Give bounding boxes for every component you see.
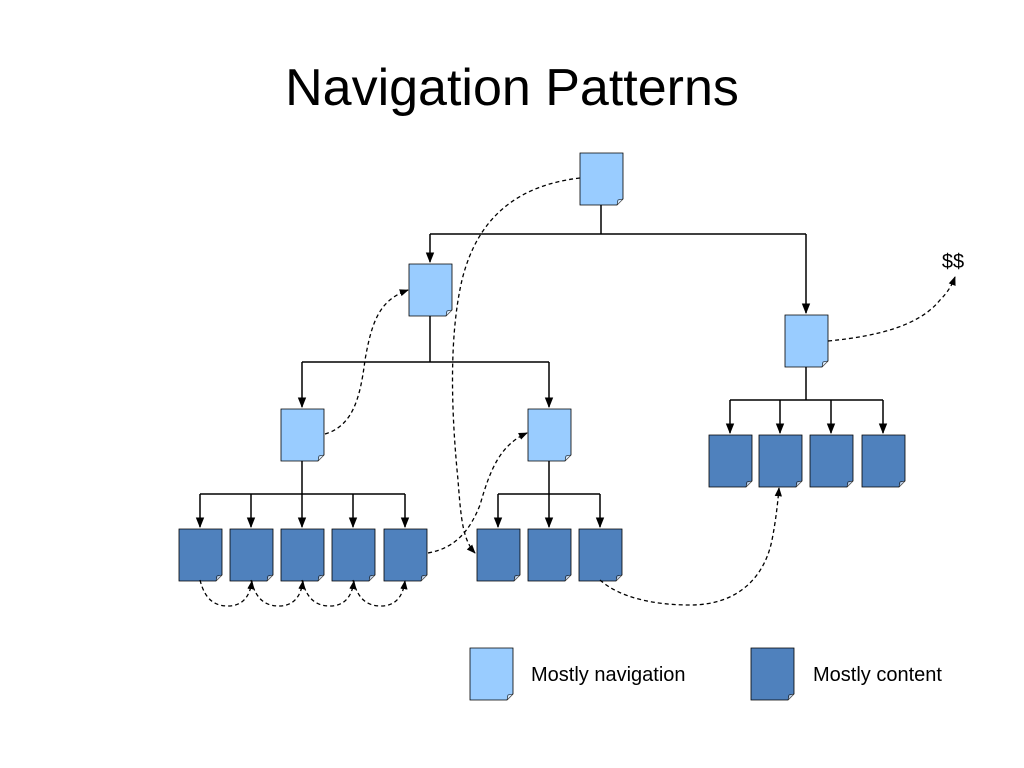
content-page-9 bbox=[708, 434, 753, 488]
content-page-5 bbox=[383, 528, 428, 582]
nav-page-level1-right bbox=[784, 314, 829, 368]
goal-label: $$ bbox=[942, 251, 964, 273]
content-page-4 bbox=[331, 528, 376, 582]
path-sibling-1-2 bbox=[199, 579, 255, 607]
content-page-11 bbox=[809, 434, 854, 488]
content-page-6 bbox=[476, 528, 521, 582]
navigation-page-icon bbox=[469, 647, 514, 701]
legend-content-swatch bbox=[750, 647, 795, 701]
slide-title: Navigation Patterns bbox=[285, 59, 739, 117]
legend-content-label: Mostly content bbox=[813, 664, 942, 686]
navigation-paths bbox=[199, 177, 956, 607]
path-content-to-nav bbox=[427, 432, 528, 554]
content-page-7 bbox=[527, 528, 572, 582]
content-page-3 bbox=[280, 528, 325, 582]
hierarchy-connectors bbox=[195, 204, 888, 529]
path-nav-to-goal bbox=[827, 276, 956, 342]
legend-navigation-swatch bbox=[469, 647, 514, 701]
content-page-1 bbox=[178, 528, 223, 582]
path-nav-to-parent bbox=[324, 289, 409, 435]
content-page-icon bbox=[750, 647, 795, 701]
path-sibling-4-5 bbox=[352, 579, 408, 607]
path-content-to-other-branch bbox=[599, 487, 782, 606]
content-page-12 bbox=[861, 434, 906, 488]
content-page-2 bbox=[229, 528, 274, 582]
legend: Mostly navigation Mostly content bbox=[469, 647, 942, 701]
content-page-8 bbox=[578, 528, 623, 582]
legend-navigation-label: Mostly navigation bbox=[531, 664, 686, 686]
pages bbox=[178, 152, 906, 582]
nav-page-level2-left bbox=[280, 408, 325, 462]
nav-page-level2-right bbox=[527, 408, 572, 462]
path-sibling-3-4 bbox=[301, 579, 357, 607]
content-page-10 bbox=[758, 434, 803, 488]
nav-page-level1-left bbox=[408, 263, 453, 317]
nav-page-root bbox=[579, 152, 624, 206]
path-sibling-2-3 bbox=[250, 579, 306, 607]
path-root-to-content bbox=[451, 177, 581, 554]
